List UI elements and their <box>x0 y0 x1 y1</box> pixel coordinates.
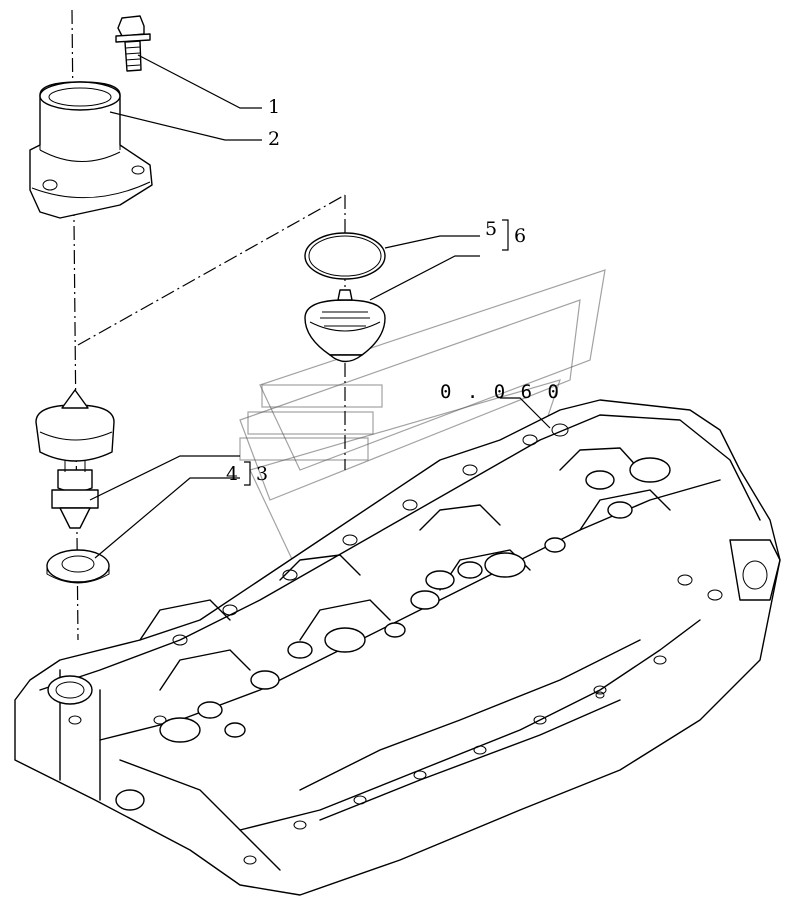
thermostat-part-4 <box>35 389 115 529</box>
thermostat-part-6 <box>304 289 386 363</box>
leader-lines <box>89 54 551 559</box>
callout-4: 4 <box>226 463 238 485</box>
callout-3: 3 <box>256 463 268 485</box>
callout-1: 1 <box>268 96 280 118</box>
cylinder-head-casting <box>14 399 781 896</box>
bolt-part-1 <box>115 15 151 72</box>
reference-code: 0 . 0 6 0 <box>440 381 561 403</box>
o-ring-part-5 <box>304 232 386 280</box>
outlet-housing-part-2 <box>29 81 153 219</box>
seal-ring-part-3 <box>46 549 110 584</box>
callout-5: 5 <box>485 218 497 240</box>
callout-labels: 1 2 3 4 5 6 0 . 0 6 0 <box>226 96 561 485</box>
callout-6: 6 <box>514 225 526 247</box>
callout-2: 2 <box>268 128 280 150</box>
